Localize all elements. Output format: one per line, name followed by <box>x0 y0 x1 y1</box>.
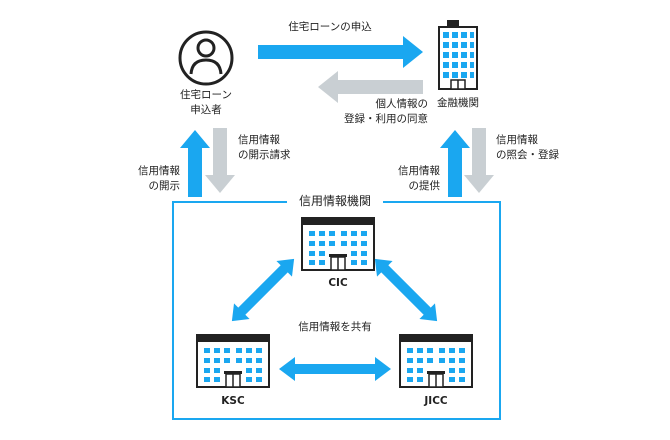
ksc-label: KSC <box>221 395 245 407</box>
office-building-icon <box>438 20 478 90</box>
jicc-label: JICC <box>424 395 448 407</box>
label-consent: 個人情報の 登録・利用の同意 <box>344 98 428 125</box>
arrow-disclosure <box>180 130 210 197</box>
building-icon-cic <box>301 217 375 271</box>
arrow-inquiry-registration <box>464 128 494 193</box>
label-disclosure: 信用情報 の開示 <box>138 165 180 192</box>
arrow-application <box>258 36 423 68</box>
label-sharing: 信用情報を共有 <box>298 321 372 333</box>
credit-bureau-title: 信用情報機関 <box>298 194 371 208</box>
arrow-cic-jicc <box>374 258 438 322</box>
borrower-label: 住宅ローン 申込者 <box>180 89 232 116</box>
label-inquiry-registration: 信用情報 の照会・登録 <box>496 134 559 161</box>
arrow-consent <box>318 71 423 103</box>
label-provision: 信用情報 の提供 <box>398 165 440 192</box>
building-icon-jicc <box>399 334 473 388</box>
cic-label: CIC <box>328 277 348 289</box>
person-icon <box>178 30 234 86</box>
arrow-ksc-jicc <box>279 357 391 381</box>
building-icon-ksc <box>196 334 270 388</box>
arrow-cic-ksc <box>231 258 295 322</box>
label-disclosure-request: 信用情報 の開示請求 <box>238 134 291 161</box>
arrow-provision <box>440 130 470 197</box>
arrow-disclosure-request <box>205 128 235 193</box>
bank-label: 金融機関 <box>437 97 479 109</box>
label-application: 住宅ローンの申込 <box>288 21 372 33</box>
